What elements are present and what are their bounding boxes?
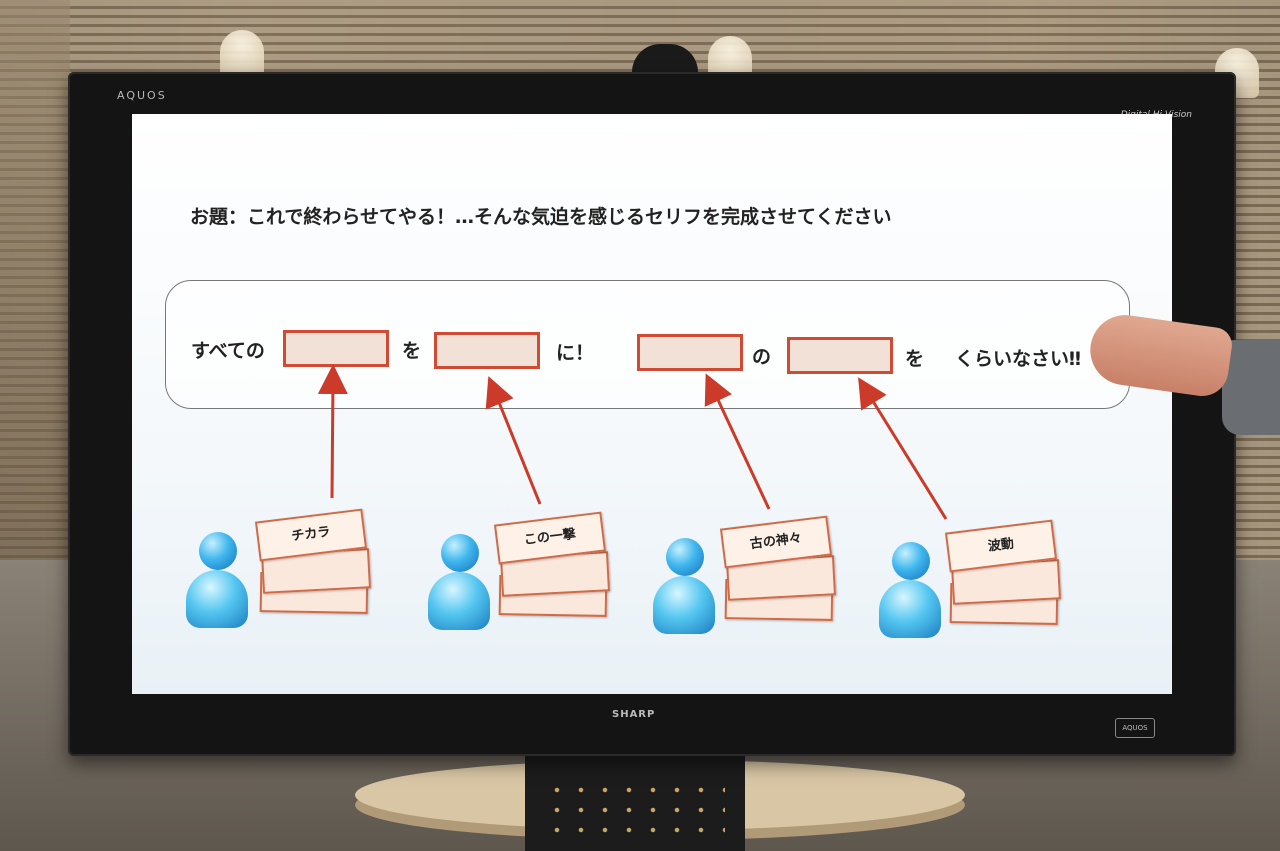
- sentence-word: を: [402, 340, 422, 362]
- brand-sharp: SHARP: [612, 709, 656, 720]
- card-stack[interactable]: チカラ: [254, 508, 372, 614]
- arrows: [317, 364, 948, 520]
- card-stack[interactable]: 古の神々: [719, 515, 837, 621]
- player-avatar-icon: [653, 538, 715, 638]
- brand-aquos: AQUOS: [117, 89, 167, 102]
- arrow-1: [317, 364, 348, 499]
- sentence-word: すべての: [191, 340, 265, 362]
- sentence-word: に！: [556, 342, 595, 364]
- player-avatar-icon: [879, 542, 941, 642]
- blank-slot-3[interactable]: [637, 334, 743, 371]
- card-stack[interactable]: この一撃: [493, 511, 611, 617]
- arrow-3: [704, 373, 771, 510]
- prompt-text: お題：これで終わらせてやる！…そんな気迫を感じるセリフを完成させてください: [190, 206, 892, 228]
- ceiling-lamp: [220, 30, 264, 80]
- sleeve: [1222, 340, 1280, 435]
- blank-slot-2[interactable]: [434, 332, 540, 369]
- sentence-word: の: [752, 346, 772, 368]
- presentation-screen: お題：これで終わらせてやる！…そんな気迫を感じるセリフを完成させてください すべ…: [132, 114, 1172, 694]
- blank-slot-4[interactable]: [787, 337, 893, 374]
- player-avatar-icon: [186, 532, 248, 632]
- monitor-stand: [525, 740, 745, 851]
- sentence-word: くらいなさい‼: [955, 348, 1081, 370]
- card-stack[interactable]: 波動: [944, 519, 1062, 625]
- brand-badge: AQUOS: [1115, 718, 1155, 738]
- player-avatar-icon: [428, 534, 490, 634]
- arrow-2: [485, 376, 542, 505]
- arrow-4: [858, 377, 948, 520]
- sentence-word: を: [905, 348, 925, 370]
